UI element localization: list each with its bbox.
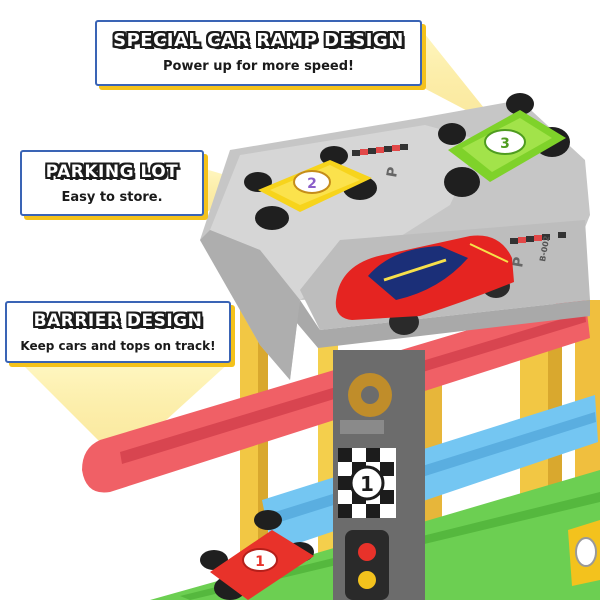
yellow-toy-car	[244, 146, 377, 230]
callout-parking-subtitle: Easy to store.	[61, 190, 163, 205]
blue-toy-car-edge	[568, 520, 600, 586]
callout-barrier-subtitle: Keep cars and tops on track!	[20, 339, 216, 353]
callout-barrier-design: BARRIER DESIGN Keep cars and tops on tra…	[5, 301, 231, 363]
green-car-number: 3	[500, 136, 510, 152]
callout-ramp-subtitle: Power up for more speed!	[163, 59, 354, 74]
callout-ramp-title: SPECIAL CAR RAMP DESIGN	[113, 30, 404, 51]
callout-parking-lot: PARKING LOT Easy to store.	[20, 150, 204, 216]
callout-ramp-design: SPECIAL CAR RAMP DESIGN Power up for mor…	[95, 20, 422, 86]
tower-number: 1	[360, 472, 374, 496]
callout-barrier-title: BARRIER DESIGN	[33, 311, 203, 331]
callout-beam-ramp	[420, 28, 500, 128]
slot-code-label: B-002	[538, 235, 551, 262]
callout-parking-title: PARKING LOT	[45, 162, 179, 182]
parking-mark-upper: P	[384, 166, 402, 179]
green-toy-car	[438, 93, 570, 197]
red-toy-car-bottom	[200, 510, 314, 600]
tower-panel	[333, 350, 425, 600]
parking-mark-lower: P	[510, 256, 528, 269]
red-race-car	[335, 235, 514, 335]
red-car-number: 1	[255, 554, 265, 570]
callout-beam-barrier	[20, 362, 230, 462]
yellow-car-number: 2	[307, 176, 317, 192]
